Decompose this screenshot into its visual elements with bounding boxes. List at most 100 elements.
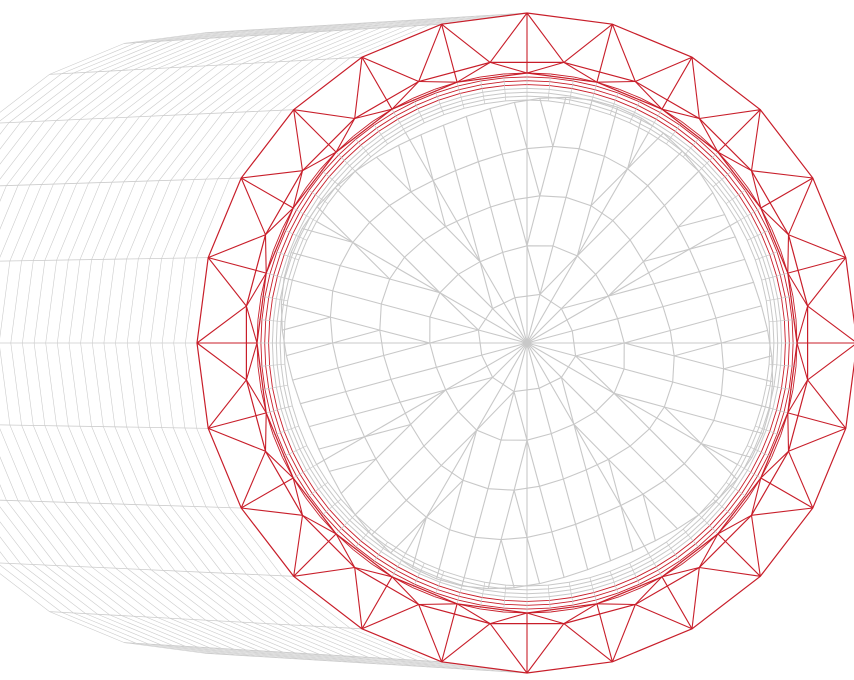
boundary-layer-radial xyxy=(609,571,620,597)
triangle-edge xyxy=(807,305,854,342)
triangle-edge xyxy=(354,567,363,629)
interior-edge xyxy=(390,366,437,380)
triangle-edge xyxy=(563,603,598,625)
interior-edge xyxy=(595,239,631,275)
triangle-edge xyxy=(418,604,443,663)
interior-edge xyxy=(723,368,773,383)
boundary-layer-radial xyxy=(305,482,329,499)
triangle-edge xyxy=(207,427,266,452)
interior-edge xyxy=(426,479,464,518)
interior-edge xyxy=(653,271,700,285)
triangle-edge xyxy=(418,603,458,606)
radial-edge xyxy=(661,56,693,110)
interior-edge xyxy=(476,391,515,431)
boundary-layer-radial xyxy=(747,228,772,241)
triangle-edge xyxy=(456,603,491,625)
triangle-edge xyxy=(292,477,304,516)
cylinder-generator-line xyxy=(124,23,442,44)
interior-edge xyxy=(664,170,700,206)
triangle-edge xyxy=(241,507,303,516)
boundary-layer-radial xyxy=(434,571,445,597)
interior-edge xyxy=(539,245,554,295)
interior-edge xyxy=(334,187,371,223)
interior-spoke xyxy=(526,342,576,357)
triangle-edge xyxy=(265,450,294,479)
interior-edge xyxy=(411,517,427,568)
interior-edge xyxy=(423,411,459,447)
triangle-edge xyxy=(196,305,247,344)
triangle-edge xyxy=(796,305,809,344)
interior-edge xyxy=(440,429,478,466)
triangle-edge xyxy=(596,80,636,83)
interior-edge xyxy=(332,290,382,305)
triangle-edge xyxy=(335,118,356,153)
interior-spoke xyxy=(492,342,528,378)
boundary-layer-radial xyxy=(273,250,299,261)
triangle-edge xyxy=(526,61,565,74)
triangle-edge xyxy=(751,507,813,516)
interior-edge xyxy=(316,206,354,243)
triangle-edge xyxy=(760,450,789,479)
triangle-edge xyxy=(611,604,636,663)
interior-edge xyxy=(612,185,649,221)
interior-edge xyxy=(465,116,479,162)
interior-edge xyxy=(539,98,554,147)
interior-axis-spoke xyxy=(526,342,649,554)
triangle-edge xyxy=(441,23,491,63)
interior-edge xyxy=(699,258,745,273)
boundary-layer-radial xyxy=(282,228,307,241)
interior-edge xyxy=(436,354,482,368)
boundary-layer-radial xyxy=(666,541,683,565)
triangle-edge xyxy=(526,612,565,625)
triangle-edge xyxy=(787,272,809,307)
interior-edge xyxy=(526,440,541,487)
triangle-edge xyxy=(441,623,491,663)
radial-edge xyxy=(293,109,337,153)
interior-edge xyxy=(318,436,365,450)
interior-edge xyxy=(721,329,768,344)
interior-edge xyxy=(502,252,516,298)
radial-edge xyxy=(787,412,846,429)
cylinder-generator-line xyxy=(0,177,242,187)
radial-edge xyxy=(596,24,613,83)
boundary-layer-radial xyxy=(456,577,465,604)
radial-edge xyxy=(787,257,846,274)
interior-edge xyxy=(629,445,665,481)
radial-edge xyxy=(760,477,814,509)
boundary-layer-radial xyxy=(305,187,329,204)
interior-edge xyxy=(670,317,717,332)
interior-edge xyxy=(623,368,673,383)
interior-edge xyxy=(302,227,353,243)
interior-edge xyxy=(539,255,578,295)
interior-edge xyxy=(381,303,431,318)
boundary-layer-radial xyxy=(266,405,293,414)
interior-edge xyxy=(429,316,479,331)
boundary-layer-radial xyxy=(737,464,761,479)
boundary-layer-radial xyxy=(761,272,788,281)
interior-edge xyxy=(435,529,451,580)
interior-spoke xyxy=(492,308,528,344)
triangle-edge xyxy=(293,515,304,577)
interior-edge xyxy=(290,251,341,267)
boundary-layer-radial xyxy=(434,89,445,115)
interior-edge xyxy=(590,156,605,206)
interior-edge xyxy=(643,226,679,262)
boundary-layer-radial xyxy=(257,319,285,323)
triangle-edge xyxy=(207,234,266,259)
triangle-edge xyxy=(335,533,356,568)
interior-spoke xyxy=(526,342,540,389)
triangle-edge xyxy=(661,108,700,120)
interior-edge xyxy=(513,440,528,491)
radial-edge xyxy=(208,257,267,274)
boundary-layer-radial xyxy=(335,151,356,172)
triangle-edge xyxy=(489,61,528,74)
interior-edge xyxy=(375,424,411,460)
interior-edge xyxy=(627,132,664,170)
boundary-layer-radial xyxy=(391,109,406,133)
interior-edge xyxy=(700,443,738,480)
triangle-edge xyxy=(265,207,294,236)
boundary-layer-radial xyxy=(568,77,575,104)
interior-edge xyxy=(649,428,685,465)
